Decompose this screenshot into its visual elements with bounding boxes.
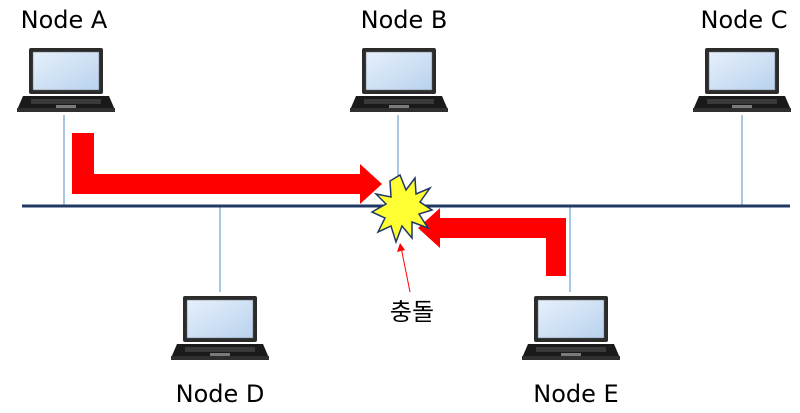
- node-b-label: Node B: [361, 6, 448, 34]
- node-d-label: Node D: [176, 380, 265, 408]
- collision-label: 충돌: [390, 298, 434, 326]
- node-c-label: Node C: [700, 6, 787, 34]
- laptop-icon-d: [170, 295, 270, 361]
- node-e-label: Node E: [533, 380, 618, 408]
- collision-pointer-line: [400, 246, 411, 293]
- laptop-icon-a: [16, 47, 116, 113]
- collision-pointer-arrowhead-icon: [397, 243, 405, 252]
- node-a-label: Node A: [21, 6, 108, 34]
- collision-burst-icon: [370, 173, 434, 245]
- laptop-icon-e: [521, 295, 621, 361]
- arrow-from-node-e: [418, 208, 566, 276]
- laptop-icon-c: [692, 47, 792, 113]
- arrow-from-node-a: [72, 133, 382, 204]
- laptop-icon-b: [349, 47, 449, 113]
